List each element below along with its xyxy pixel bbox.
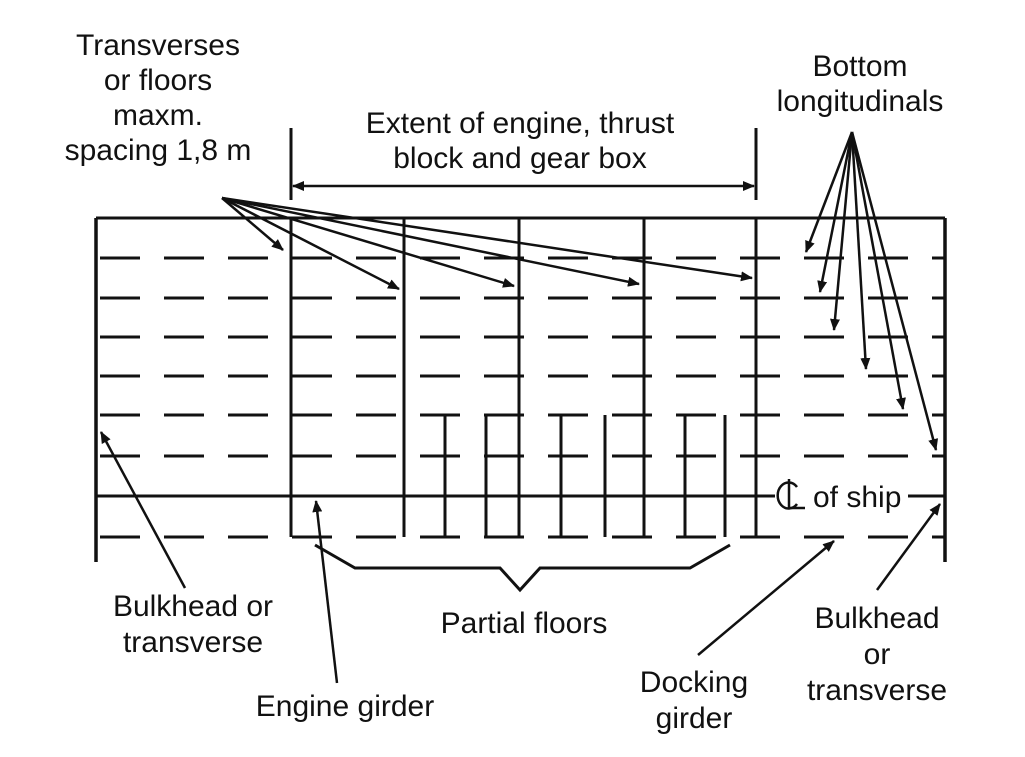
transverses-label-3: maxm. [113,99,203,132]
docking-girder-label-2: girder [656,702,733,735]
transverse-arrow [221,196,400,291]
longitudinal-arrow [804,131,854,253]
engine-girder-arrow [312,500,339,684]
longitudinal-arrow [850,131,939,451]
bottom-longitudinals-label-2: longitudinals [777,85,944,118]
engine-girder-label: Engine girder [256,690,434,723]
extent-label-1: Extent of engine, thrust [366,107,675,140]
transverse-arrow [221,196,515,288]
docking-girder-arrow [697,540,835,656]
longitudinal-arrow [850,131,906,410]
bulkhead-left-label-1: Bulkhead or [113,590,273,623]
longitudinal-arrow [850,131,871,370]
transverse-arrow [221,197,284,251]
partial-floors-label: Partial floors [441,607,608,640]
transverses-label-4: spacing 1,8 m [65,134,252,167]
docking-girder-label-1: Docking [640,666,748,699]
transverses-label-1: Transverses [76,29,240,62]
partial-floors-lines [443,415,727,537]
bottom-longitudinals-label-1: Bottom [812,50,907,83]
bulkhead-left-label-2: transverse [123,626,263,659]
partial-floors-brace [314,543,731,593]
bottom-longitudinals-lines [100,256,945,539]
longitudinal-arrow [830,131,854,331]
centerline-symbol [776,479,805,510]
bulkhead-right-arrow [875,503,942,591]
transverse-arrow [221,196,753,282]
extent-label-2: block and gear box [393,142,647,175]
centerline-label: of ship [813,481,901,514]
labels: Transverses or floors maxm. spacing 1,8 … [65,29,947,735]
bulkhead-right-label-2: or [864,638,891,671]
structure [94,128,947,593]
transverses-label-2: or floors [104,64,212,97]
bulkhead-right-label-3: transverse [807,674,947,707]
longitudinal-arrow [817,131,854,293]
arrows [99,131,942,684]
bulkhead-right-label-1: Bulkhead [814,602,939,635]
transverse-arrow [221,196,640,287]
bulkhead-left-arrow [99,431,187,589]
